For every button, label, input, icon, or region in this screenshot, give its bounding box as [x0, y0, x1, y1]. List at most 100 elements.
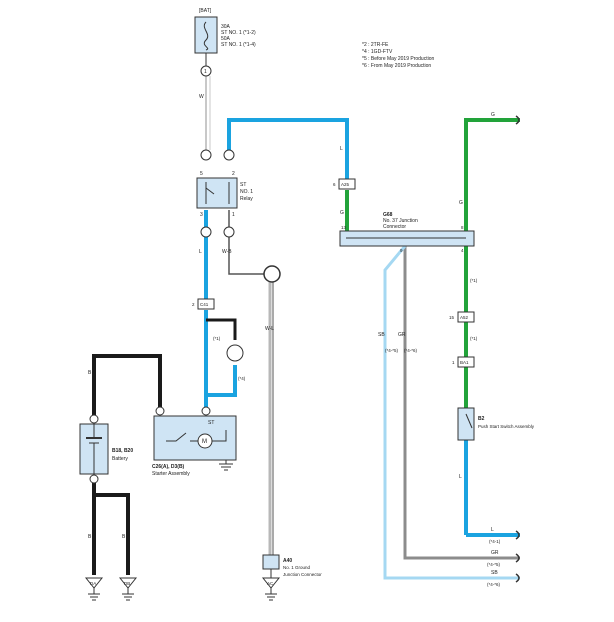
output-arrow-icon [515, 530, 520, 540]
wire-color-label: B [122, 534, 126, 540]
connector-tag: A25 [341, 182, 350, 187]
pin-number: 2 [192, 302, 195, 307]
terminal-icon [155, 406, 165, 416]
terminal-icon [89, 474, 99, 484]
wire-note: (*4-*5) [385, 348, 399, 353]
wb-wire [228, 210, 270, 275]
fuse-label: ST NO. 1 (*1-4) [221, 42, 256, 48]
output-label: L [491, 527, 494, 533]
pin-number: 8 [461, 225, 464, 230]
junction-name: Connector [383, 224, 406, 230]
push-start-switch [457, 407, 475, 441]
ground-icon [261, 577, 281, 589]
blue-wire-alt [206, 318, 237, 340]
connector-tag-c41 [197, 298, 215, 310]
output-arrow-icon [515, 573, 520, 583]
output-note: (*4-*5) [487, 562, 501, 567]
terminal-number: 1 [204, 69, 207, 75]
terminal-icon [200, 65, 212, 77]
starter-name: Starter Assembly [152, 471, 190, 477]
note-line: *5 : Before May 2019 Production [362, 56, 434, 62]
output-arrow-icon [515, 553, 520, 563]
wire-color-label: W-B [222, 249, 232, 255]
switch-icon [465, 413, 473, 429]
wire-note: (*4) [238, 376, 246, 381]
blue-wire-top [227, 118, 349, 180]
ground-tag: AC [267, 581, 274, 586]
ground-junction-code: A40 [283, 558, 292, 564]
note-line: *4 : 1GD-FTV [362, 49, 393, 55]
switch-name: Push Start Switch Assembly [478, 424, 535, 429]
fuse-label: ST NO. 1 (*1-2) [221, 30, 256, 36]
starter-code: C26(A), D3(B) [152, 464, 185, 470]
starter-assembly [153, 415, 237, 461]
wire-color-label: B [88, 370, 92, 376]
wire-color-label: G [340, 210, 344, 216]
connector-tag: A52 [460, 315, 469, 320]
black-wire-ground2 [94, 493, 130, 575]
connector-tag: C41 [200, 302, 209, 307]
ground-junction-connector [262, 554, 280, 570]
ground-icon [84, 577, 104, 589]
connector-tag-a25 [338, 178, 356, 190]
st-relay [196, 177, 238, 209]
ground-junction-name: No. 1 Ground [283, 565, 311, 570]
ground-junction-name: Junction Connector [283, 572, 322, 577]
connector-tag-ba1 [457, 356, 475, 368]
ground-icon [219, 463, 233, 471]
gray-wire [403, 246, 520, 560]
output-note: (*4-*6) [487, 582, 501, 587]
wire-note: (*4-*6) [404, 348, 418, 353]
bat-label: [BAT] [199, 8, 212, 14]
fuse-label: 30A [221, 24, 231, 30]
switch-code: B2 [478, 416, 485, 422]
pin-number: 1 [232, 212, 235, 218]
wire-color-label: G [459, 200, 463, 206]
black-wire-battery [92, 354, 162, 415]
pin-number: 2 [232, 171, 235, 177]
pin-number: 3 [200, 212, 203, 218]
wire-note: (*1) [470, 278, 478, 283]
pin-number: 4 [461, 248, 464, 253]
ground-tag: DA [90, 581, 96, 586]
output-note: (*4-1) [489, 539, 501, 544]
output-label: G [491, 112, 495, 118]
ground-tag: DB [124, 581, 130, 586]
wire-color-label: L [199, 249, 202, 255]
pin-number: 6 [333, 182, 336, 187]
terminal-icon [223, 149, 235, 161]
wire-color-label: W-L [265, 326, 274, 332]
starter-switch-icon [166, 430, 227, 442]
fuse-icon [203, 21, 209, 51]
wire-color-label: L [459, 474, 462, 480]
relay-switch-icon [205, 187, 215, 195]
wire-color-label: L [340, 146, 343, 152]
battery-name: Battery [112, 456, 128, 462]
starter-label: ST [208, 420, 214, 426]
junction-node [263, 265, 281, 283]
junction-code: G68 [383, 212, 393, 218]
motor-label: M [202, 439, 207, 445]
wire-color-label: B [88, 534, 92, 540]
note-line: *2 : 2TR-FE [362, 42, 389, 48]
relay-code: ST [240, 182, 246, 188]
pin-number: 1 [452, 360, 455, 365]
output-label: GR [491, 550, 499, 556]
inline-connector [226, 344, 244, 362]
note-line: *6 : From May 2019 Production [362, 63, 431, 69]
output-arrow-icon [515, 115, 520, 125]
pin-number: 13 [341, 225, 347, 230]
battery-code: B18, B20 [112, 448, 133, 454]
wire-note: (*1) [213, 336, 221, 341]
ground-icon [118, 577, 138, 589]
wire-color-label: GR [398, 332, 406, 338]
pin-number: 9 [400, 248, 403, 253]
terminal-icon [200, 226, 212, 238]
sky-blue-wire [383, 245, 520, 580]
connector-tag: BA1 [460, 360, 469, 365]
terminal-icon [200, 149, 212, 161]
wire-color-label: W [199, 94, 204, 100]
relay-name: NO. 1 [240, 189, 253, 195]
fuse-label: 50A [221, 36, 231, 42]
